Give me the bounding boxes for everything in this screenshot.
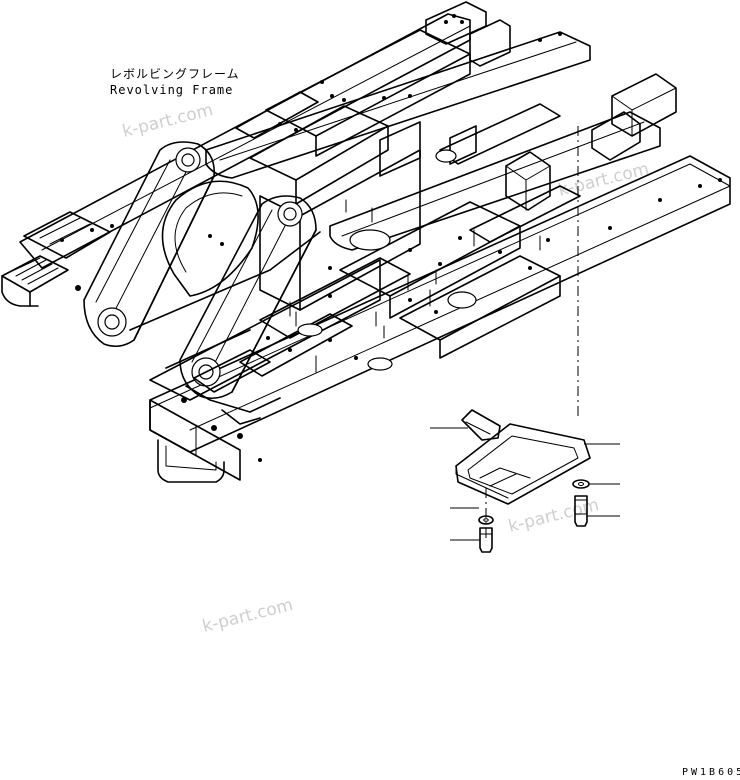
floor-lugs [289, 199, 541, 373]
watermark-top-left: k-part.com [120, 100, 215, 142]
rubber-seal [461, 409, 501, 441]
drawing-code: PW1B605 [682, 767, 740, 778]
washer-right [572, 479, 590, 489]
revolving-frame [1, 1, 731, 483]
bolt-hole-pattern [60, 14, 722, 462]
bolt-right [574, 495, 588, 527]
watermark-bottom-left: k-part.com [200, 595, 295, 637]
cover-plate [455, 423, 591, 505]
washer-left [478, 515, 494, 525]
title-japanese: レボルビングフレーム [110, 67, 240, 81]
title-english: Revolving Frame [110, 83, 233, 97]
bolt-left [479, 527, 493, 553]
